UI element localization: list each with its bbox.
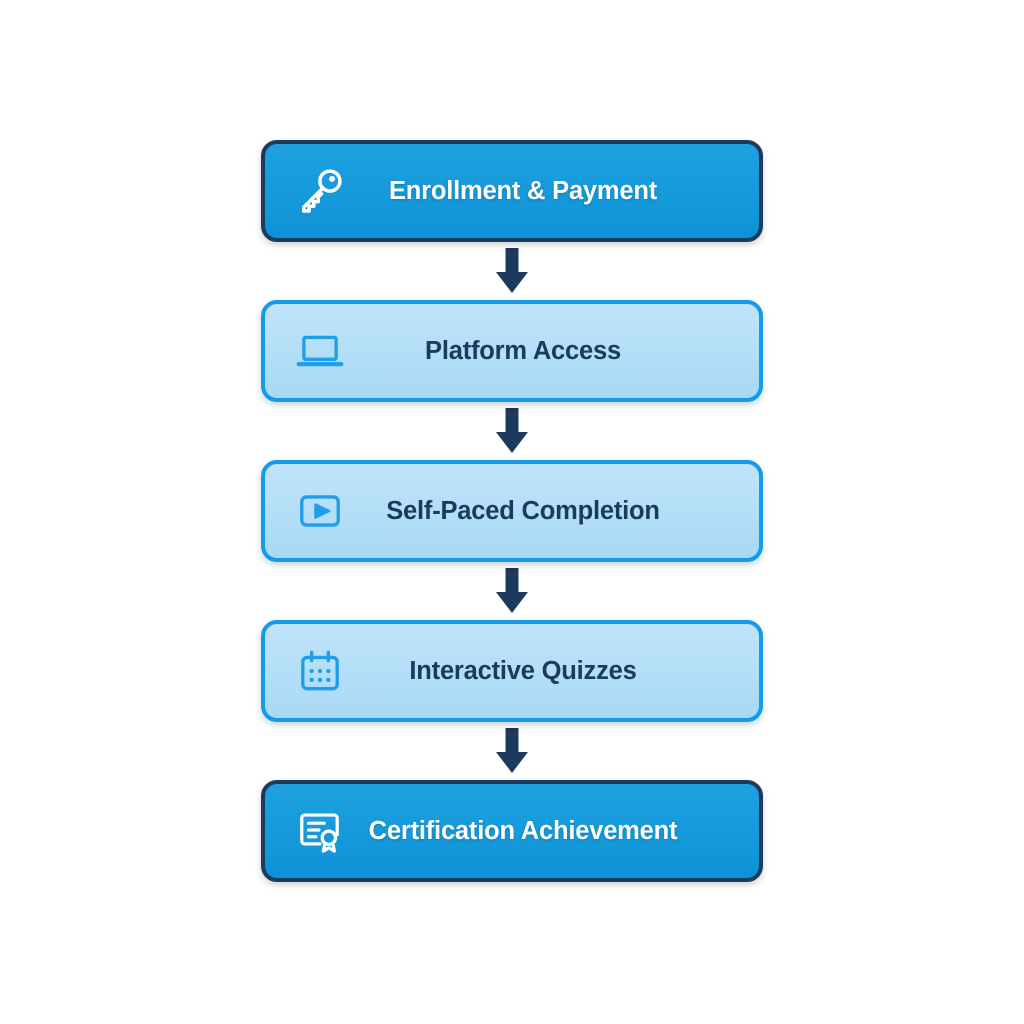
flow-step-platform-access[interactable]: Platform Access (261, 300, 763, 402)
video-play-icon (283, 464, 357, 558)
arrow-down-icon (492, 722, 532, 780)
flow-step-label: Enrollment & Payment (388, 176, 658, 205)
key-icon (283, 144, 357, 238)
flow-step-label: Interactive Quizzes (409, 656, 637, 685)
flow-step-self-paced-completion[interactable]: Self-Paced Completion (261, 460, 763, 562)
flow-step-label: Platform Access (425, 336, 621, 365)
flow-step-label: Self-Paced Completion (386, 496, 660, 525)
laptop-icon (283, 304, 357, 398)
flow-step-interactive-quizzes[interactable]: Interactive Quizzes (261, 620, 763, 722)
flow-step-certification-achievement[interactable]: Certification Achievement (261, 780, 763, 882)
arrow-down-icon (492, 242, 532, 300)
certificate-icon (283, 784, 357, 878)
flow-step-enrollment-payment[interactable]: Enrollment & Payment (261, 140, 763, 242)
flow-step-label: Certification Achievement (368, 816, 678, 845)
calendar-icon (283, 624, 357, 718)
arrow-down-icon (492, 562, 532, 620)
arrow-down-icon (492, 402, 532, 460)
